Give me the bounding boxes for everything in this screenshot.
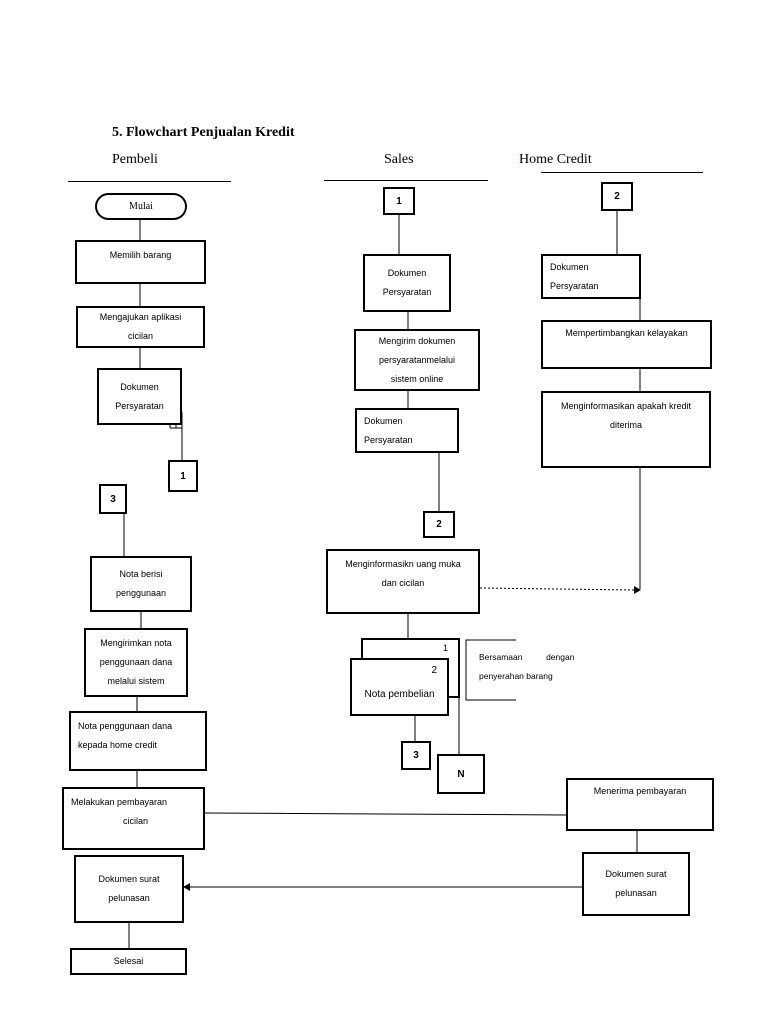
document-text-line2: Persyaratan xyxy=(382,287,432,297)
document-text-line1: Dokumen xyxy=(364,415,403,426)
process-text-line1: Mengirim dokumen xyxy=(378,335,456,346)
document-text-line2: Persyaratan xyxy=(550,280,599,291)
diagram-title: 5. Flowchart Penjualan Kredit xyxy=(112,125,295,140)
lane-underline-home-credit xyxy=(541,172,703,173)
connector-2-home-credit: 2 xyxy=(601,182,633,211)
document-text: Nota pembelian xyxy=(364,688,435,700)
process-mempertimbangkan-kelayakan: Mempertimbangkan kelayakan xyxy=(541,320,712,369)
lane-label-sales: Sales xyxy=(384,152,414,167)
annotation-bersamaan: Bersamaan dengan penyerahan barang xyxy=(479,648,574,686)
document-text-line2: pelunasan xyxy=(615,888,657,898)
annotation-line2: penyerahan barang xyxy=(479,671,553,681)
lane-label-pembeli: Pembeli xyxy=(112,152,158,167)
connector-1-pembeli: 1 xyxy=(168,460,198,492)
document-text-line1: Dokumen xyxy=(387,268,427,278)
connector-3-sales: 3 xyxy=(401,741,431,770)
process-text-line2: persyaratanmelalui xyxy=(378,354,456,365)
process-text-line1: Menginformasikn uang muka xyxy=(345,559,461,569)
process-text: Memilih barang xyxy=(109,250,172,260)
document-nota-berisi-penggunaan: Nota berisi penggunaan xyxy=(90,556,192,612)
document-surat-pelunasan-home-credit: Dokumen surat pelunasan xyxy=(582,852,690,916)
document-text-line1: Dokumen xyxy=(550,261,589,272)
process-menginformasikan-uang-muka: Menginformasikn uang muka dan cicilan xyxy=(326,549,480,614)
document-text-line2: Persyaratan xyxy=(115,400,164,411)
process-text: Mempertimbangkan kelayakan xyxy=(565,328,688,338)
document-text-line1: Nota berisi xyxy=(119,569,163,579)
process-text-line3: melalui sistem xyxy=(107,676,165,686)
connector-1-sales: 1 xyxy=(383,187,415,215)
process-text-line2: diterima xyxy=(609,420,642,430)
process-mengajukan-aplikasi: Mengajukan aplikasi cicilan xyxy=(76,306,205,348)
document-surat-pelunasan-pembeli: Dokumen surat pelunasan xyxy=(74,855,184,923)
process-text: Menerima pembayaran xyxy=(593,786,687,796)
document-text-line2: penggunaan xyxy=(115,588,167,598)
end-terminal-selesai: Selesai xyxy=(70,948,187,975)
lane-underline-pembeli xyxy=(68,181,231,182)
process-text-line3: sistem online xyxy=(390,373,444,384)
process-text-line1: Mengajukan aplikasi xyxy=(99,312,182,322)
process-text-line2: penggunaan dana xyxy=(99,657,173,667)
start-terminal: Mulai xyxy=(95,193,187,220)
process-memilih-barang: Memilih barang xyxy=(75,240,206,284)
document-persyaratan-home-credit: Dokumen Persyaratan xyxy=(541,254,641,299)
connector-n-offpage: N xyxy=(437,754,485,794)
connector-2-sales: 2 xyxy=(423,511,455,538)
process-text-line2: dan cicilan xyxy=(381,578,425,588)
process-text-line1: Menginformasikan apakah kredit xyxy=(560,401,692,411)
process-menginformasikan-kredit: Menginformasikan apakah kredit diterima xyxy=(541,391,711,468)
process-text-line1: Nota penggunaan dana xyxy=(78,721,173,731)
document-nota-pembelian: 2 Nota pembelian xyxy=(350,658,449,716)
document-text-line2: pelunasan xyxy=(108,893,150,903)
document-text-line1: Dokumen surat xyxy=(98,874,160,884)
document-persyaratan-sales-2: Dokumen Persyaratan xyxy=(355,408,459,453)
lane-label-home-credit: Home Credit xyxy=(519,152,592,167)
process-mengirimkan-nota: Mengirimkan nota penggunaan dana melalui… xyxy=(84,628,188,697)
document-persyaratan-sales: Dokumen Persyaratan xyxy=(363,254,451,312)
process-text-line1: Mengirimkan nota xyxy=(100,638,172,648)
process-text-line2: cicilan xyxy=(127,331,153,341)
nota-copy-number-2: 2 xyxy=(431,665,437,676)
process-text-line2: kepada home credit xyxy=(78,740,158,750)
document-text-line1: Dokumen xyxy=(120,381,159,392)
document-persyaratan-pembeli: Dokumen Persyaratan xyxy=(97,368,182,425)
lane-underline-sales xyxy=(324,180,488,181)
document-text-line2: Persyaratan xyxy=(364,434,413,445)
process-melakukan-pembayaran: Melakukan pembayaran cicilan xyxy=(62,787,205,850)
document-text-line1: Dokumen surat xyxy=(605,869,667,879)
process-text-line2: cicilan xyxy=(123,816,149,826)
process-text-line1: Melakukan pembayaran xyxy=(71,797,168,807)
process-menerima-pembayaran: Menerima pembayaran xyxy=(566,778,714,831)
nota-copy-number-1: 1 xyxy=(442,643,448,653)
process-nota-penggunaan-dana: Nota penggunaan dana kepada home credit xyxy=(69,711,207,771)
annotation-line1: Bersamaan dengan xyxy=(479,652,575,662)
process-mengirim-dokumen: Mengirim dokumen persyaratanmelalui sist… xyxy=(354,329,480,391)
connector-3-pembeli: 3 xyxy=(99,484,127,514)
